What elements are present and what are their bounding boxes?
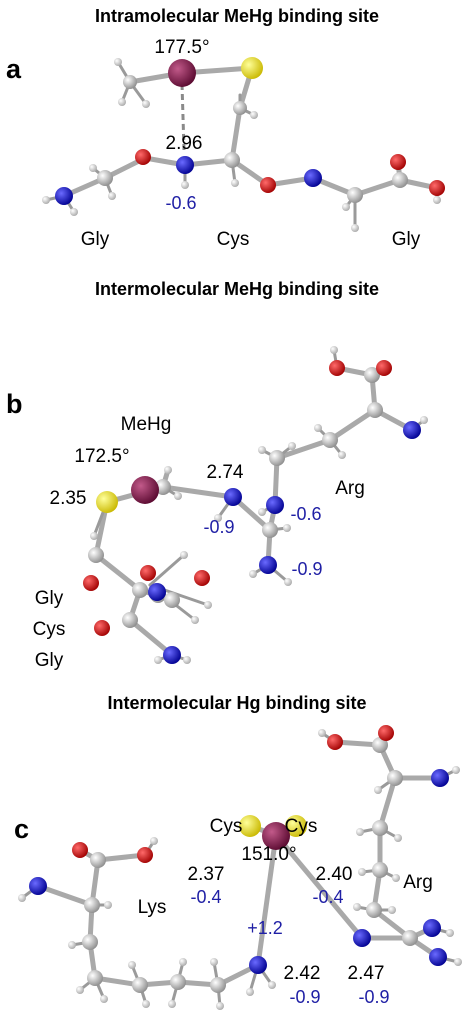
panel-b-bonds (92, 348, 426, 662)
panel-c-atoms (18, 725, 462, 1010)
panel-c-lys-label: Lys (138, 897, 167, 918)
panel-b-angle: 172.5° (74, 446, 129, 467)
panel-c-cys-left-label: Cys (210, 816, 243, 837)
panel-c-arg-label: Arg (403, 872, 433, 893)
panel-a-bonds (44, 60, 440, 230)
panel-b-charge-2: -0.9 (203, 517, 234, 537)
panel-c-dist-s2: 2.40 (316, 864, 353, 885)
panel-c-letter: c (14, 814, 29, 844)
panel-b-title: Intermolecular MeHg binding site (95, 279, 379, 299)
panel-b-dist-n: 2.74 (207, 462, 244, 483)
panel-c-charge-hg: +1.2 (247, 918, 283, 938)
panel-c-angle: 151.0° (241, 844, 296, 865)
panel-b: Intermolecular MeHg binding site b (6, 279, 428, 671)
panel-b-residue-gly-1: Gly (35, 588, 64, 609)
panel-a-residue-cys: Cys (217, 229, 250, 250)
panel-b-letter: b (6, 389, 23, 419)
panel-b-atoms (83, 346, 428, 664)
panel-b-dist-s: 2.35 (50, 488, 87, 509)
panel-b-arg-label: Arg (335, 478, 365, 499)
panel-c-charge-n1: -0.9 (289, 987, 320, 1007)
panel-c-dist-n2: 2.47 (348, 963, 385, 984)
panel-a-atoms (42, 57, 445, 232)
panel-a-angle: 177.5° (154, 37, 209, 58)
panel-c: Intermolecular Hg binding site c (14, 693, 462, 1010)
panel-c-dist-n1: 2.42 (284, 963, 321, 984)
panel-a-distance: 2.96 (166, 133, 203, 154)
panel-b-charge-3: -0.9 (291, 559, 322, 579)
panel-c-charge-s1: -0.4 (190, 887, 221, 907)
panel-a-residue-gly-2: Gly (392, 229, 421, 250)
panel-c-dist-s1: 2.37 (188, 864, 225, 885)
panel-c-charge-n2: -0.9 (358, 987, 389, 1007)
panel-a-title: Intramolecular MeHg binding site (95, 6, 379, 26)
panel-a-letter: a (6, 54, 22, 84)
panel-b-residue-gly-2: Gly (35, 650, 64, 671)
panel-c-charge-s2: -0.4 (312, 887, 343, 907)
panel-b-mehg-label: MeHg (121, 414, 172, 435)
panel-a-charge-n: -0.6 (165, 193, 196, 213)
panel-a: Intramolecular MeHg binding site a (6, 6, 445, 250)
panel-b-charge-1: -0.6 (290, 504, 321, 524)
panel-c-cys-right-label: Cys (285, 816, 318, 837)
panel-a-residue-gly-1: Gly (81, 229, 110, 250)
panel-b-residue-cys: Cys (33, 619, 66, 640)
panel-c-title: Intermolecular Hg binding site (107, 693, 366, 713)
